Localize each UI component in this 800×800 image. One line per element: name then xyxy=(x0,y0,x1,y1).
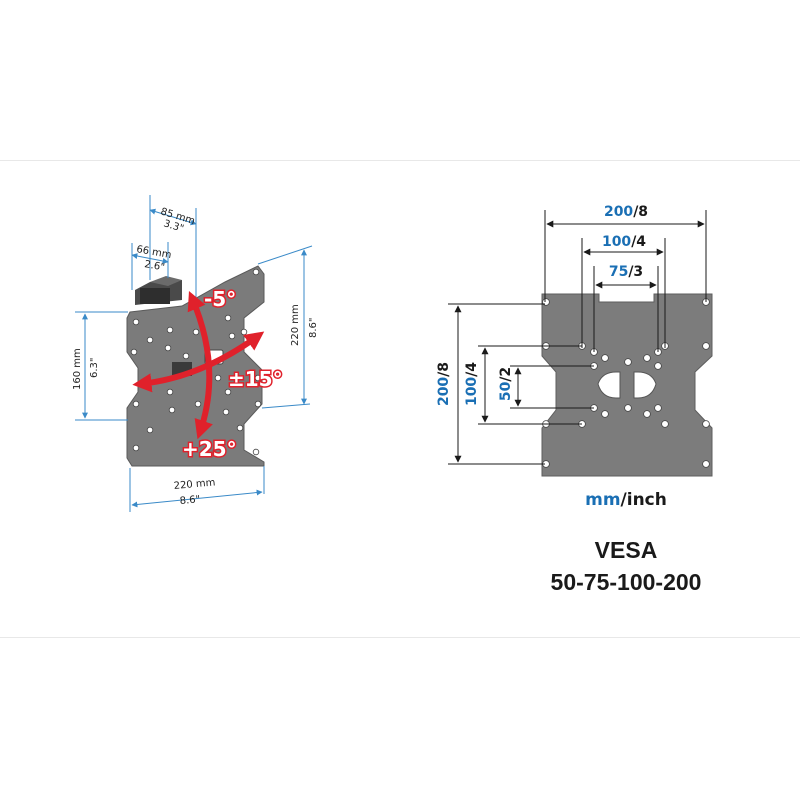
mounting-hole xyxy=(164,344,172,352)
height-in-label: 8.6" xyxy=(308,317,319,338)
swivel-angle-label: ±15° xyxy=(228,367,283,391)
mounting-hole xyxy=(146,336,154,344)
mounting-hole xyxy=(702,420,710,428)
mounting-hole xyxy=(166,388,174,396)
width-mm-label: 220 mm xyxy=(173,477,216,492)
mounting-hole xyxy=(132,318,140,326)
mounting-hole xyxy=(661,420,669,428)
swivel-arrow xyxy=(132,331,265,393)
mounting-hole xyxy=(254,400,262,408)
mounting-hole xyxy=(168,406,176,414)
tilt-down-angle-label: +25° xyxy=(182,437,237,461)
wall-bracket-diagram: 85 mm 3.3" 66 mm 2.6" 220 mm 8.6" 160 mm… xyxy=(72,195,319,512)
bracket-dimension-lines xyxy=(75,195,313,512)
mounting-hole xyxy=(214,374,222,382)
vesa-100-height-label: 100/4 xyxy=(464,362,480,406)
mounting-hole xyxy=(194,400,202,408)
mounting-hole xyxy=(654,362,662,370)
vesa-title: VESA xyxy=(595,537,658,563)
mounting-hole xyxy=(132,400,140,408)
mounting-hole xyxy=(228,332,236,340)
left-height-mm-label: 160 mm xyxy=(72,348,83,390)
mounting-hole xyxy=(146,426,154,434)
mounting-hole xyxy=(624,358,632,366)
mounting-hole xyxy=(252,268,260,276)
min-depth-mm-label: 66 mm xyxy=(135,244,172,261)
vesa-plate-diagram: 200/8 100/4 75/3 200/8 100/4 50/2 mm/inc… xyxy=(436,204,713,595)
mounting-hole xyxy=(192,328,200,336)
vesa-100-width-label: 100/4 xyxy=(602,234,646,250)
mounting-hole xyxy=(624,404,632,412)
mounting-hole xyxy=(222,408,230,416)
min-depth-in-label: 2.6" xyxy=(143,259,165,273)
width-in-label: 8.6" xyxy=(179,494,200,507)
vesa-sizes: 50-75-100-200 xyxy=(551,569,702,595)
vesa-75-width-label: 75/3 xyxy=(609,264,643,280)
mounting-hole xyxy=(182,352,190,360)
tilt-up-angle-label: -5° xyxy=(204,287,236,311)
vesa-200-height-label: 200/8 xyxy=(436,362,452,406)
mounting-hole xyxy=(654,404,662,412)
mounting-hole xyxy=(643,410,651,418)
mounting-hole xyxy=(601,354,609,362)
mounting-hole xyxy=(240,328,248,336)
center-slot-opening xyxy=(597,371,657,399)
vesa-50-height-label: 50/2 xyxy=(498,367,514,401)
mounting-hole xyxy=(236,424,244,432)
mounting-hole xyxy=(252,448,260,456)
mounting-hole xyxy=(130,348,138,356)
mounting-hole xyxy=(224,314,232,322)
mounting-hole xyxy=(702,342,710,350)
mounting-hole xyxy=(702,460,710,468)
vesa-dimension-lines xyxy=(448,210,707,465)
wall-arm xyxy=(135,276,182,305)
mounting-hole xyxy=(643,354,651,362)
mounting-hole xyxy=(601,410,609,418)
image-frame xyxy=(0,160,800,638)
mounting-hole xyxy=(132,444,140,452)
mounting-hole xyxy=(166,326,174,334)
units-label: mm/inch xyxy=(585,490,667,510)
vesa-200-width-label: 200/8 xyxy=(604,204,648,220)
left-height-in-label: 6.3" xyxy=(89,357,100,378)
height-mm-label: 220 mm xyxy=(290,304,301,346)
